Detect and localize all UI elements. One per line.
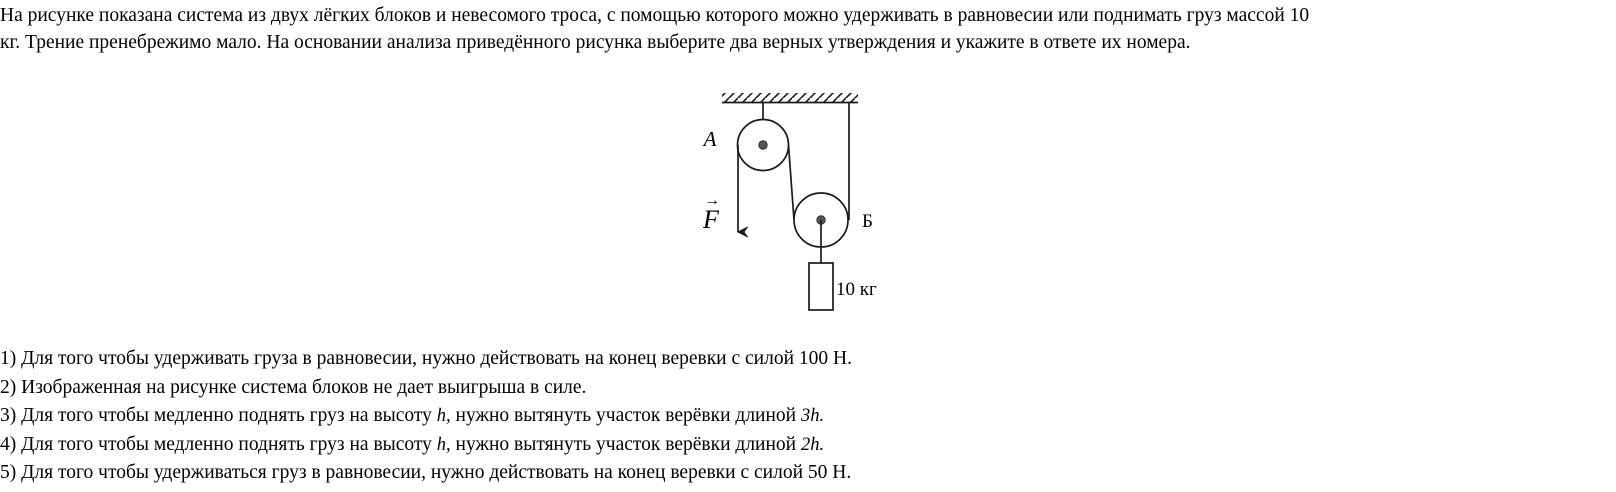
ceiling-support — [722, 93, 858, 104]
option-3-math-height: h, — [436, 406, 451, 426]
pulley-b-label: Б — [862, 211, 873, 232]
option-1: 1) Для того чтобы удерживать груза в рав… — [0, 345, 1616, 374]
option-3-number: 3) — [0, 405, 17, 426]
pulley-a-label: A — [702, 127, 717, 151]
mass-label: 10 кг — [836, 279, 877, 300]
option-2: 2) Изображенная на рисунке система блоко… — [0, 374, 1616, 403]
pulley-diagram-svg: A Б → F 10 кг — [702, 93, 877, 311]
option-3: 3) Для того чтобы медленно поднять груз … — [0, 402, 1616, 431]
problem-line-1: На рисунке показана система из двух лёгк… — [0, 5, 1310, 26]
force-label: F — [702, 205, 720, 234]
option-4-math-height: h, — [436, 434, 451, 455]
ceiling-hatching — [722, 93, 858, 102]
option-4-number: 4) — [0, 433, 17, 455]
option-5-text: Для того чтобы удерживаться груз в равно… — [21, 462, 852, 483]
problem-statement: На рисунке показана система из двух лёгк… — [0, 2, 1616, 56]
rope-a-to-b — [787, 144, 795, 221]
pulley-system-figure: A Б → F 10 кг — [0, 80, 1616, 330]
option-3-text-before: Для того чтобы медленно поднять груз на … — [21, 405, 432, 426]
option-3-math-length: 3h. — [801, 406, 825, 426]
option-5: 5) Для того чтобы удерживаться груз в ра… — [0, 459, 1616, 488]
option-4: 4) Для того чтобы медленно поднять груз … — [0, 431, 1616, 460]
option-3-text-after: нужно вытянуть участок верёвки длиной — [455, 405, 797, 426]
option-2-number: 2) — [0, 376, 17, 398]
option-1-number: 1) — [0, 348, 17, 369]
option-4-math-length: 2h. — [801, 434, 825, 455]
pulley-a-axle — [758, 140, 768, 150]
problem-line-2: кг. Трение пренебрежимо мало. На основан… — [0, 32, 1191, 53]
answer-options-list: 1) Для того чтобы удерживать груза в рав… — [0, 345, 1616, 488]
load-block — [808, 262, 834, 311]
force-vector-arrow-glyph: → — [704, 192, 720, 209]
option-4-text-after: нужно вытянуть участок верёвки длиной — [455, 433, 797, 455]
option-5-number: 5) — [0, 462, 17, 483]
option-1-text: Для того чтобы удерживать груза в равнов… — [21, 348, 852, 369]
option-2-text: Изображенная на рисунке система блоков н… — [21, 376, 587, 398]
option-4-text-before: Для того чтобы медленно поднять груз на … — [21, 433, 432, 455]
